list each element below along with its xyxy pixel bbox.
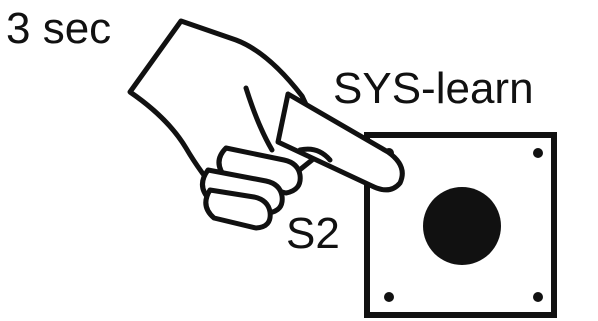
mounting-hole xyxy=(533,292,543,302)
mounting-hole xyxy=(533,148,543,158)
mounting-hole xyxy=(384,292,394,302)
button-plunger xyxy=(423,187,501,265)
duration-label: 3 sec xyxy=(6,4,111,53)
switch-id-label: S2 xyxy=(286,209,340,258)
button-name-label: SYS-learn xyxy=(333,64,534,113)
pointing-hand-icon xyxy=(130,21,402,228)
